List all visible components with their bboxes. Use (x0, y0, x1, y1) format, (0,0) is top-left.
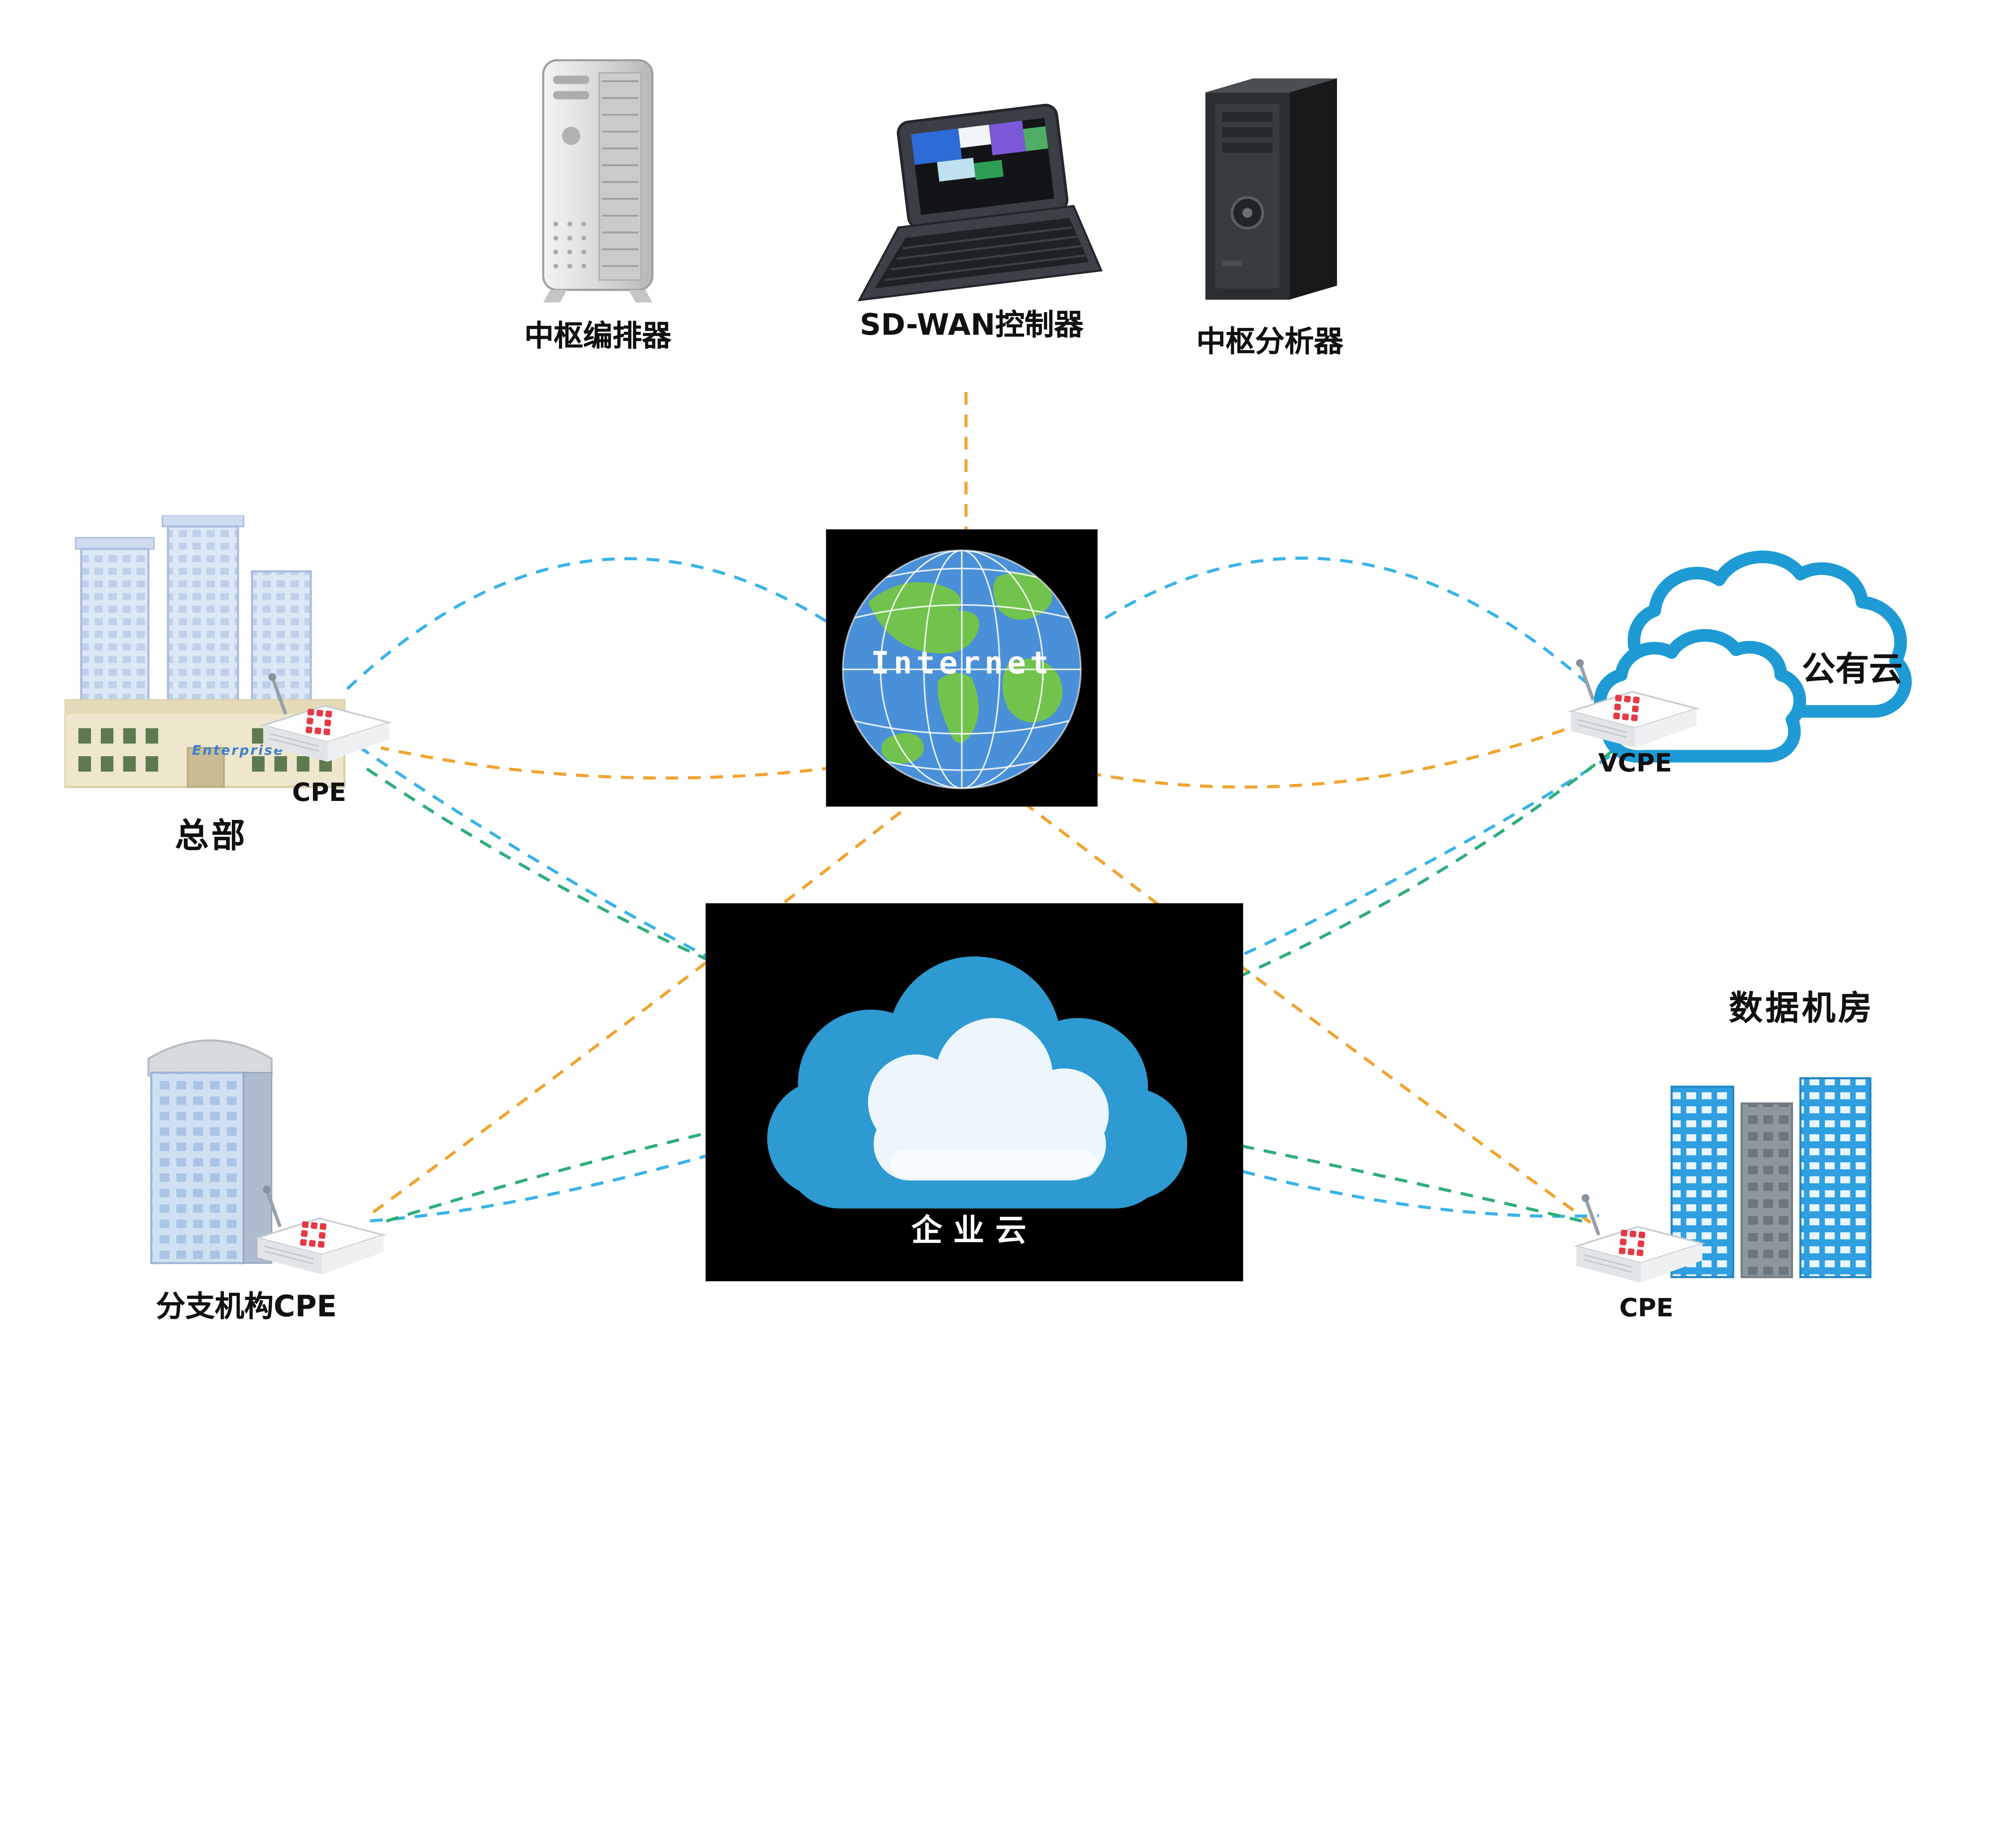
laptop-icon (857, 104, 1103, 302)
vcpe-device (1560, 653, 1705, 756)
branch-building-icon (147, 1039, 273, 1264)
link-hq-cpe-to-dc-cpe (357, 745, 1599, 1218)
enterprise-cloud-node: 企业云 (706, 903, 1243, 1282)
link-dc-cpe-to-enterprise-cloud (1198, 1135, 1583, 1223)
headquarters-cpe-device (252, 667, 398, 770)
public-cloud-icon (1594, 550, 1912, 763)
link-vcpe-to-enterprise-cloud (1198, 749, 1614, 996)
datacenter-cpe-device (1565, 1187, 1711, 1291)
branch-building (123, 1017, 311, 1277)
sdwan-controller-node: SD-WAN控制器 (834, 104, 1109, 344)
analyzer-label: 中枢分析器 (1196, 325, 1343, 359)
branch-cpe-label: 分支机构CPE (156, 1289, 337, 1324)
internet-node: Internet (826, 529, 1098, 807)
server-tower-icon (1205, 78, 1337, 300)
link-internet-to-vcpe (1066, 724, 1577, 789)
cpe-router-icon (1573, 1194, 1706, 1283)
link-internet-to-vcpe-arc (1085, 557, 1591, 688)
link-internet-to-hq-cpe (380, 746, 857, 780)
internet-globe-icon (826, 529, 1098, 807)
branch-cpe-device (246, 1179, 392, 1283)
cpe-router-icon (254, 1185, 387, 1274)
vcpe-router-icon (1568, 659, 1700, 748)
link-hq-cpe-to-internet-arc (346, 557, 841, 690)
orchestrator-node: 中枢编排器 (493, 56, 703, 356)
enterprise-cloud-label: 企业云 (911, 1214, 1037, 1249)
cpe-router-icon (260, 673, 392, 762)
public-cloud-label: 公有云 (1801, 650, 1903, 689)
headquarters-cpe-label: CPE (292, 778, 346, 808)
analyzer-node: 中枢分析器 (1179, 73, 1361, 361)
headquarters-buildings-icon (64, 515, 346, 788)
sdwan-controller-label: SD-WAN控制器 (860, 308, 1084, 342)
laptop-icon-wrapper (835, 97, 1108, 309)
headquarters-label: 总部 (175, 816, 248, 856)
internet-label: Internet (871, 647, 1053, 682)
headquarters-buildings: Enterprise (64, 515, 356, 807)
link-branch-cpe-to-enterprise-cloud (386, 1119, 762, 1223)
vcpe-label: VCPE (1598, 749, 1672, 779)
link-hq-cpe-to-enterprise-cloud (366, 767, 762, 985)
enterprise-cloud-icon (706, 903, 1243, 1282)
link-internet-to-dc-cpe (1022, 801, 1591, 1224)
datacenter-cpe-label: CPE (1619, 1294, 1674, 1324)
public-cloud-node: 公有云 (1579, 532, 1974, 801)
orchestrator-label: 中枢编排器 (524, 319, 671, 353)
datacenter-label: 数据机房 (1729, 988, 1875, 1028)
headquarters-building-sign: Enterprise (192, 743, 284, 759)
tower-computer-icon (542, 59, 654, 302)
datacenter-buildings-icon (1670, 1077, 1872, 1278)
datacenter-buildings (1669, 1061, 1879, 1286)
link-internet-to-branch-cpe (366, 797, 920, 1218)
sdwan-topology-diagram: 中枢编排器 SD-WAN控 (64, 56, 1974, 1324)
